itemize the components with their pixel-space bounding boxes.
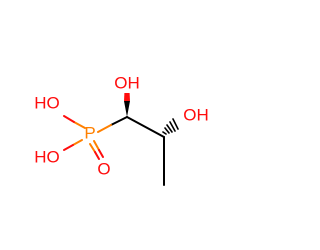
bond-p-oh-bottom-o-half [63,144,74,151]
bond-p-o-double-b-red [98,149,104,158]
atom-label-c2-oh: OH [183,105,209,124]
bond-p-oh-bottom-p-half [72,139,83,146]
atom-label-phosphorus: P [84,123,95,142]
atom-label-p-oh-bottom: HO [34,147,60,166]
atom-label-p-oh-top: HO [34,93,60,112]
bond-p-o-double-b [93,140,100,151]
structure-canvas: OH OH HO HO P O [34,73,209,186]
hashed-wedge-c2-oh [162,118,179,135]
atom-label-p-oxo: O [97,159,110,178]
wedge-bond-c1-oh [124,101,130,117]
bond-c1-c2 [126,116,165,138]
bond-c1-p-phosphorus-half [97,124,112,133]
molecule-structure: OH OH HO HO P O [34,73,209,186]
bond-c1-p-carbon-half [110,116,128,126]
bond-p-o-double-a-red [94,151,100,160]
wedge-bond-c1-oh-red [124,93,130,101]
atom-label-c1-oh: OH [114,73,140,92]
bond-p-oh-top-o-half [63,115,75,123]
bond-p-o-double-a [89,143,96,153]
bond-p-oh-top-p-half [73,121,86,129]
